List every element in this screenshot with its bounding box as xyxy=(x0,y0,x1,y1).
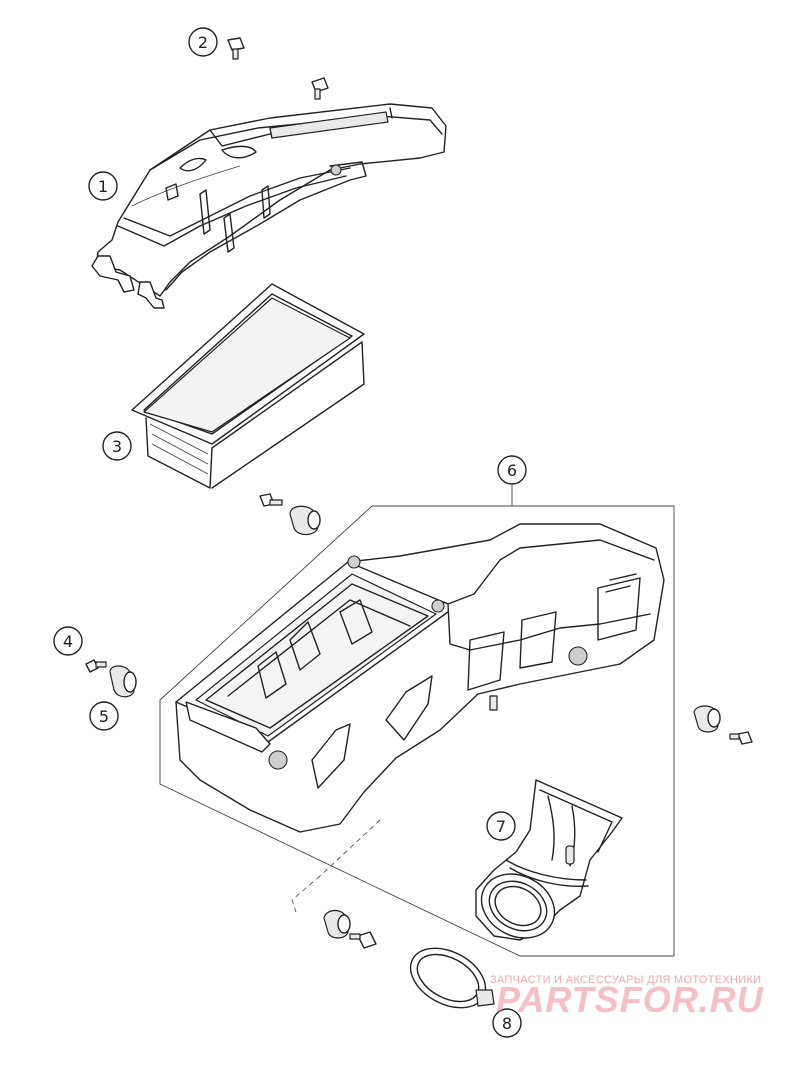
svg-text:6: 6 xyxy=(507,461,517,480)
right-mount-and-bolt xyxy=(693,705,753,745)
callout-5: 5 xyxy=(89,701,119,731)
callout-6: 6 xyxy=(497,455,527,506)
part-3-air-filter xyxy=(131,283,365,489)
watermark-logo: PARTSFOR.RU xyxy=(496,979,764,1020)
part-6-airbox-assembly xyxy=(159,505,675,957)
part-4-bolt xyxy=(85,659,107,673)
svg-text:PARTSFOR.RU: PARTSFOR.RU xyxy=(496,979,764,1020)
lower-mount-and-bolt xyxy=(323,909,377,949)
svg-text:1: 1 xyxy=(98,177,108,196)
callout-3: 3 xyxy=(102,431,132,461)
callout-7: 7 xyxy=(486,811,516,841)
svg-text:5: 5 xyxy=(99,707,109,726)
svg-text:3: 3 xyxy=(112,437,122,456)
part-7-intake-boot xyxy=(475,779,623,941)
part-5-rubber-mount xyxy=(109,665,137,698)
part-8-hose-clamp xyxy=(409,947,495,1009)
callout-2: 2 xyxy=(188,27,218,57)
svg-text:4: 4 xyxy=(63,632,73,651)
callout-4: 4 xyxy=(53,626,83,656)
part-1-airbox-cover xyxy=(91,103,447,309)
part-2-screw xyxy=(227,37,245,60)
callout-1: 1 xyxy=(88,171,118,201)
svg-text:8: 8 xyxy=(502,1014,512,1033)
svg-text:2: 2 xyxy=(198,33,208,52)
upper-mount-and-bolt xyxy=(259,493,321,536)
screw-1 xyxy=(311,77,329,100)
watermark-tagline: ЗАПЧАСТИ И АКСЕССУАРЫ ДЛЯ МОТОТЕХНИКИ xyxy=(490,974,762,986)
callout-8: 8 xyxy=(492,1008,522,1038)
svg-text:7: 7 xyxy=(496,817,506,836)
